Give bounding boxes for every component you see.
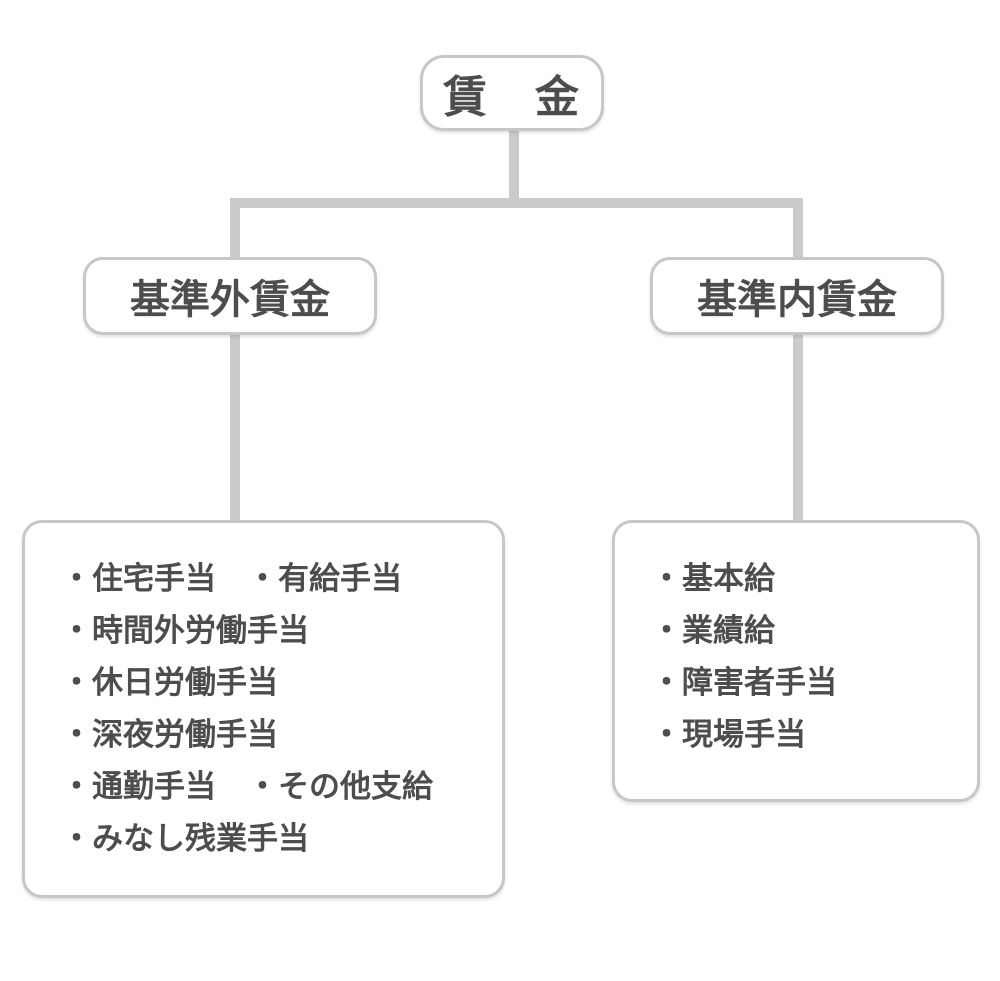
node-standard-wages: 基準内賃金: [650, 257, 944, 335]
list-item: ・障害者手当: [651, 665, 837, 700]
node-wages-label: 賃 金: [443, 73, 581, 122]
connector-horizontal-bar: [230, 198, 803, 208]
connector-root-stem: [509, 128, 519, 208]
list-item: ・現場手当: [651, 717, 806, 752]
connector-right-drop: [793, 333, 803, 523]
list-item: ・時間外労働手当: [61, 613, 309, 648]
list-standard-wage-items: ・基本給 ・業績給 ・障害者手当 ・現場手当: [612, 520, 980, 802]
connector-left-branch: [230, 205, 240, 260]
connector-right-branch: [793, 205, 803, 260]
list-item: ・みなし残業手当: [61, 821, 309, 856]
list-item: ・休日労働手当: [61, 665, 278, 700]
list-item: ・深夜労働手当: [61, 717, 278, 752]
list-nonstandard-wage-items: ・住宅手当 ・有給手当 ・時間外労働手当 ・休日労働手当 ・深夜労働手当 ・通勤…: [22, 520, 505, 898]
connector-left-drop: [230, 333, 240, 523]
node-standard-wages-label: 基準内賃金: [697, 278, 897, 322]
list-item: ・通勤手当 ・その他支給: [61, 769, 433, 804]
node-nonstandard-wages: 基準外賃金: [83, 257, 377, 335]
node-nonstandard-wages-label: 基準外賃金: [130, 278, 330, 322]
list-item: ・業績給: [651, 613, 775, 648]
list-item: ・基本給: [651, 561, 775, 596]
node-wages: 賃 金: [420, 55, 604, 131]
list-item: ・住宅手当 ・有給手当: [61, 561, 402, 596]
